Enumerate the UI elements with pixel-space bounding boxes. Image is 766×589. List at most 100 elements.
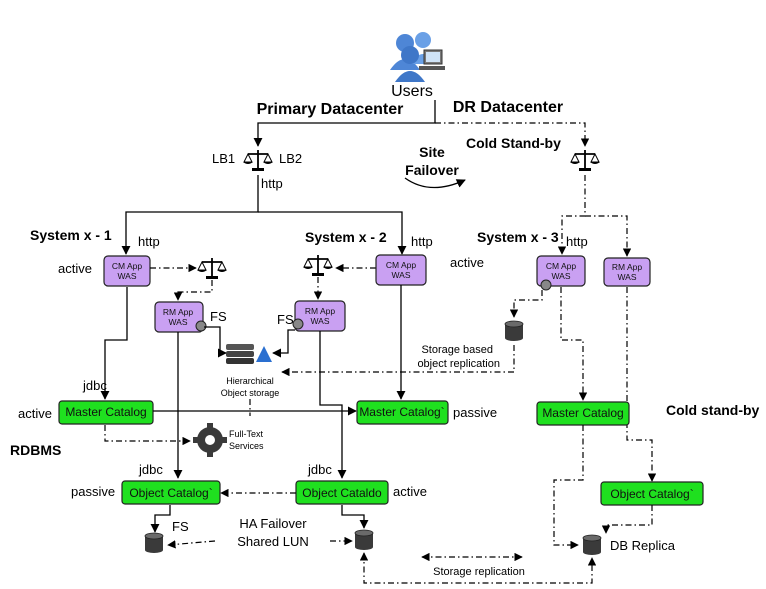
rdbms-label: RDBMS [10, 442, 61, 458]
system1-http: http [138, 234, 160, 249]
hier-storage-label-2: Object storage [221, 388, 280, 398]
lb-http-label: http [261, 176, 283, 191]
svg-text:CM App: CM App [386, 260, 417, 270]
users-icon [390, 32, 445, 82]
system1-scale-icon [196, 257, 228, 280]
svg-text:Object Catalog`: Object Catalog` [129, 486, 212, 500]
master1-state: active [18, 406, 52, 421]
svg-text:RM App: RM App [305, 306, 336, 316]
system1-cm-app-box[interactable]: CM App WAS [103, 255, 151, 287]
shared-lun-label: Shared LUN [237, 534, 309, 549]
object-catalog-primary[interactable]: Object Cataldo [295, 480, 389, 505]
system2-rm-app-box[interactable]: RM App WAS [292, 300, 346, 332]
system2-http: http [411, 234, 433, 249]
rm2-to-object2-link [319, 331, 347, 479]
svg-text:CM App: CM App [546, 261, 577, 271]
object3-to-replica-link [601, 505, 653, 534]
object1-to-db-link [150, 505, 171, 533]
fulltext-label: Full-Text [229, 429, 264, 439]
users-to-dr-lb-link [435, 122, 590, 147]
object-catalog-secondary[interactable]: Object Catalog` [121, 480, 221, 505]
users-label: Users [391, 83, 433, 100]
ha-failover-label: HA Failover [239, 516, 307, 531]
object-replication-link [281, 345, 515, 377]
svg-text:Object Catalog`: Object Catalog` [610, 487, 693, 501]
system3-state: active [450, 255, 484, 270]
system3-database-icon [504, 320, 524, 342]
storage-replication-bottom-label: Storage replication [433, 566, 525, 578]
object2-state: active [393, 484, 427, 499]
cold-standby-label: Cold stand-by [666, 402, 760, 418]
svg-text:WAS: WAS [310, 316, 329, 326]
lb-to-system2-link [258, 211, 407, 255]
storage-replication-label-2: object replication [417, 358, 500, 370]
primary-datacenter-title: Primary Datacenter [257, 101, 404, 118]
system1-state: active [58, 261, 92, 276]
svg-text:WAS: WAS [168, 317, 187, 327]
system3-rm-app-box[interactable]: RM App WAS [603, 257, 651, 287]
system2-fs-label: FS [277, 312, 294, 327]
svg-text:RM App: RM App [612, 262, 643, 272]
svg-text:Master Catalog`: Master Catalog` [359, 405, 444, 419]
fulltext-label-2: Services [229, 441, 264, 451]
rm1-to-storage-link [204, 326, 227, 358]
dr-lb-to-cm3-link [557, 175, 586, 255]
rm3-to-object3-link [626, 287, 657, 482]
object1-jdbc: jdbc [138, 462, 163, 477]
system3-http: http [566, 234, 588, 249]
db-replica-label: DB Replica [610, 538, 676, 553]
svg-text:WAS: WAS [617, 272, 636, 282]
lb2-label: LB2 [279, 151, 302, 166]
rm2-to-storage-link [272, 329, 295, 358]
shared-lun-database-icon [354, 529, 374, 551]
users-to-primary-lb-link [253, 100, 436, 147]
db-replica-icon [582, 534, 602, 556]
system3-title: System x - 3 [477, 229, 559, 245]
site-failover-label: Site [419, 144, 445, 160]
system2-title: System x - 2 [305, 229, 387, 245]
master-to-fulltext-link [104, 425, 191, 446]
master2-state: passive [453, 405, 497, 420]
storage-replication-label: Storage based [421, 344, 493, 356]
object-catalog-dr[interactable]: Object Catalog` [600, 481, 704, 506]
cold-standby-top-label: Cold Stand-by [466, 135, 561, 151]
dr-load-balancer-icon [569, 149, 601, 172]
fs-database-icon [144, 532, 164, 554]
lb-to-system1-link [121, 175, 259, 255]
svg-text:Master Catalog: Master Catalog [542, 406, 623, 420]
master-catalog-dr[interactable]: Master Catalog [536, 401, 630, 426]
master-catalog-primary[interactable]: Master Catalog [58, 400, 154, 425]
cm3-to-master3-link [560, 287, 588, 401]
system2-scale-icon [302, 254, 334, 277]
svg-text:WAS: WAS [391, 270, 410, 280]
system3-cm-app-box[interactable]: CM App WAS [536, 255, 586, 291]
gear-icon [193, 423, 227, 457]
cm1-to-master-link [100, 287, 128, 400]
site-failover-label-2: Failover [405, 162, 459, 178]
dr-lb-to-rm3-link [585, 215, 632, 257]
svg-text:WAS: WAS [117, 271, 136, 281]
object1-state: passive [71, 484, 115, 499]
svg-text:Object Cataldo: Object Cataldo [302, 486, 382, 500]
lb1-label: LB1 [212, 151, 235, 166]
storage-replication-link [359, 552, 597, 584]
hier-storage-label: Hierarchical [226, 376, 274, 386]
master1-jdbc: jdbc [82, 378, 107, 393]
svg-text:RM App: RM App [163, 307, 194, 317]
system2-cm-app-box[interactable]: CM App WAS [375, 254, 427, 286]
system1-title: System x - 1 [30, 227, 112, 243]
fs-label: FS [172, 519, 189, 534]
cm3-to-db-link [509, 290, 543, 318]
storage-stack-icon [226, 344, 272, 364]
master-catalog-secondary[interactable]: Master Catalog` [356, 400, 449, 425]
ha-to-fs-link [167, 540, 216, 549]
system1-rm-app-box[interactable]: RM App WAS [154, 301, 207, 333]
object2-jdbc: jdbc [307, 462, 332, 477]
svg-text:Master Catalog: Master Catalog [65, 405, 146, 419]
svg-text:CM App: CM App [112, 261, 143, 271]
system1-fs-label: FS [210, 309, 227, 324]
dr-datacenter-title: DR Datacenter [453, 99, 563, 116]
scale-to-rm1-link [173, 280, 213, 301]
object2-to-db-link [341, 505, 369, 529]
